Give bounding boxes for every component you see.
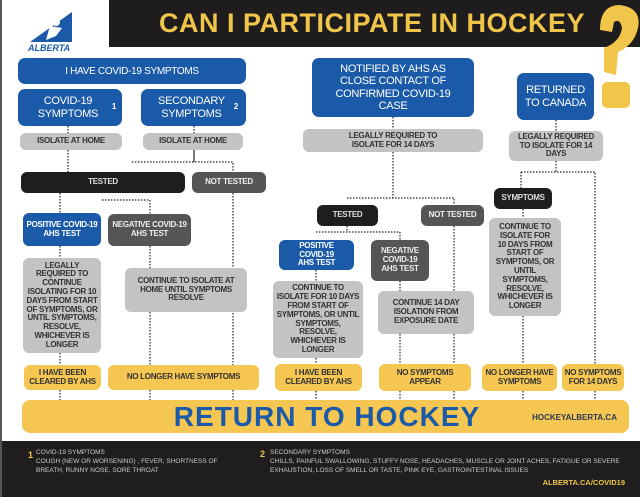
legally-required-box: LEGALLY REQUIRED TO CONTINUE ISOLATING F… [23, 258, 101, 353]
close-contact-header: NOTIFIED BY AHS AS CLOSE CONTACT OF CONF… [312, 58, 474, 117]
symptoms-box: SYMPTOMS [494, 188, 552, 209]
legally-required-14-box: LEGALLY REQUIRED TO ISOLATE FOR 14 DAYS [303, 129, 483, 152]
isolate-at-home-box: ISOLATE AT HOME [143, 133, 243, 150]
no-longer-symptoms-box: NO LONGER HAVE SYMPTOMS [482, 364, 557, 391]
alberta-covid-link[interactable]: ALBERTA.CA/COVID19 [542, 478, 625, 487]
isolate-at-home-box: ISOLATE AT HOME [20, 133, 122, 150]
continue-isolate-10-box: CONTINUE TO ISOLATE FOR 10 DAYS FROM STA… [273, 281, 363, 358]
secondary-symptoms-box: SECONDARY SYMPTOMS 2 [141, 89, 246, 126]
tested-box: TESTED [317, 205, 378, 226]
not-tested-box: NOT TESTED [192, 172, 266, 193]
tested-box: TESTED [21, 172, 185, 193]
no-symptoms-appear-box: NO SYMPTOMS APPEAR [379, 364, 471, 391]
banner-title: RETURN TO HOCKEY [173, 401, 481, 432]
header-bar [109, 0, 640, 47]
cleared-by-ahs-box: I HAVE BEEN CLEARED BY AHS [275, 364, 362, 391]
footnote-2-marker: 2 [233, 102, 238, 112]
not-tested-box: NOT TESTED [421, 205, 484, 226]
footnote-1-marker: 1 [111, 102, 116, 112]
covid-symptoms-label: COVID-19 SYMPTOMS [37, 95, 99, 120]
footnotes: 1 COVID-19 SYMPTOMS COUGH (NEW OR WORSEN… [2, 441, 640, 497]
return-to-hockey-banner: RETURN TO HOCKEY HOCKEYALBERTA.CA [22, 400, 629, 433]
secondary-symptoms-label: SECONDARY SYMPTOMS [158, 95, 225, 120]
page-title: CAN I PARTICIPATE IN HOCKEY [158, 8, 585, 38]
negative-test-box: NEGATIVE COVID-19 AHS TEST [371, 240, 429, 281]
footnote-1-number: 1 [28, 450, 34, 460]
logo-icon [30, 12, 72, 42]
footnote-1-title: COVID-19 SYMPTOMS [36, 449, 105, 456]
hockey-alberta-logo: ALBERTA [26, 8, 82, 54]
cleared-by-ahs-box: I HAVE BEEN CLEARED BY AHS [24, 365, 101, 390]
logo-text: ALBERTA [28, 43, 71, 53]
question-mark-icon [590, 0, 640, 110]
no-symptoms-14-days-box: NO SYMPTOMS FOR 14 DAYS [562, 364, 624, 391]
covid-symptoms-header: I HAVE COVID-19 SYMPTOMS [18, 58, 246, 84]
covid-symptoms-box: COVID-19 SYMPTOMS 1 [18, 89, 122, 126]
continue-isolate-10-box: CONTINUE TO ISOLATE FOR 10 DAYS FROM STA… [489, 218, 561, 316]
footnote-2-number: 2 [260, 449, 266, 459]
legally-required-14-box: LEGALLY REQUIRED TO ISOLATE FOR 14 DAYS [509, 131, 603, 161]
continue-14-day-box: CONTINUE 14 DAY ISOLATION FROM EXPOSURE … [378, 291, 474, 334]
hockey-alberta-link[interactable]: HOCKEYALBERTA.CA [532, 413, 617, 422]
positive-test-box: POSITIVE COVID-19 AHS TEST [23, 213, 101, 246]
negative-test-box: NEGATIVE COVID-19 AHS TEST [108, 214, 191, 246]
footnote-1-text: COUGH (NEW OR WORSENING) , FEVER, SHORTN… [36, 458, 218, 474]
footnote-2-title: SECONDARY SYMPTOMS [270, 449, 350, 456]
continue-isolate-box: CONTINUE TO ISOLATE AT HOME UNTIL SYMPTO… [125, 268, 247, 312]
no-longer-symptoms-box: NO LONGER HAVE SYMPTOMS [108, 365, 259, 390]
footnote-2-text: CHILLS, PAINFUL SWALLOWING, STUFFY NOSE,… [270, 458, 620, 474]
returned-to-canada-header: RETURNED TO CANADA [517, 73, 594, 120]
positive-test-box: POSITIVE COVID-19 AHS TEST [279, 240, 354, 270]
